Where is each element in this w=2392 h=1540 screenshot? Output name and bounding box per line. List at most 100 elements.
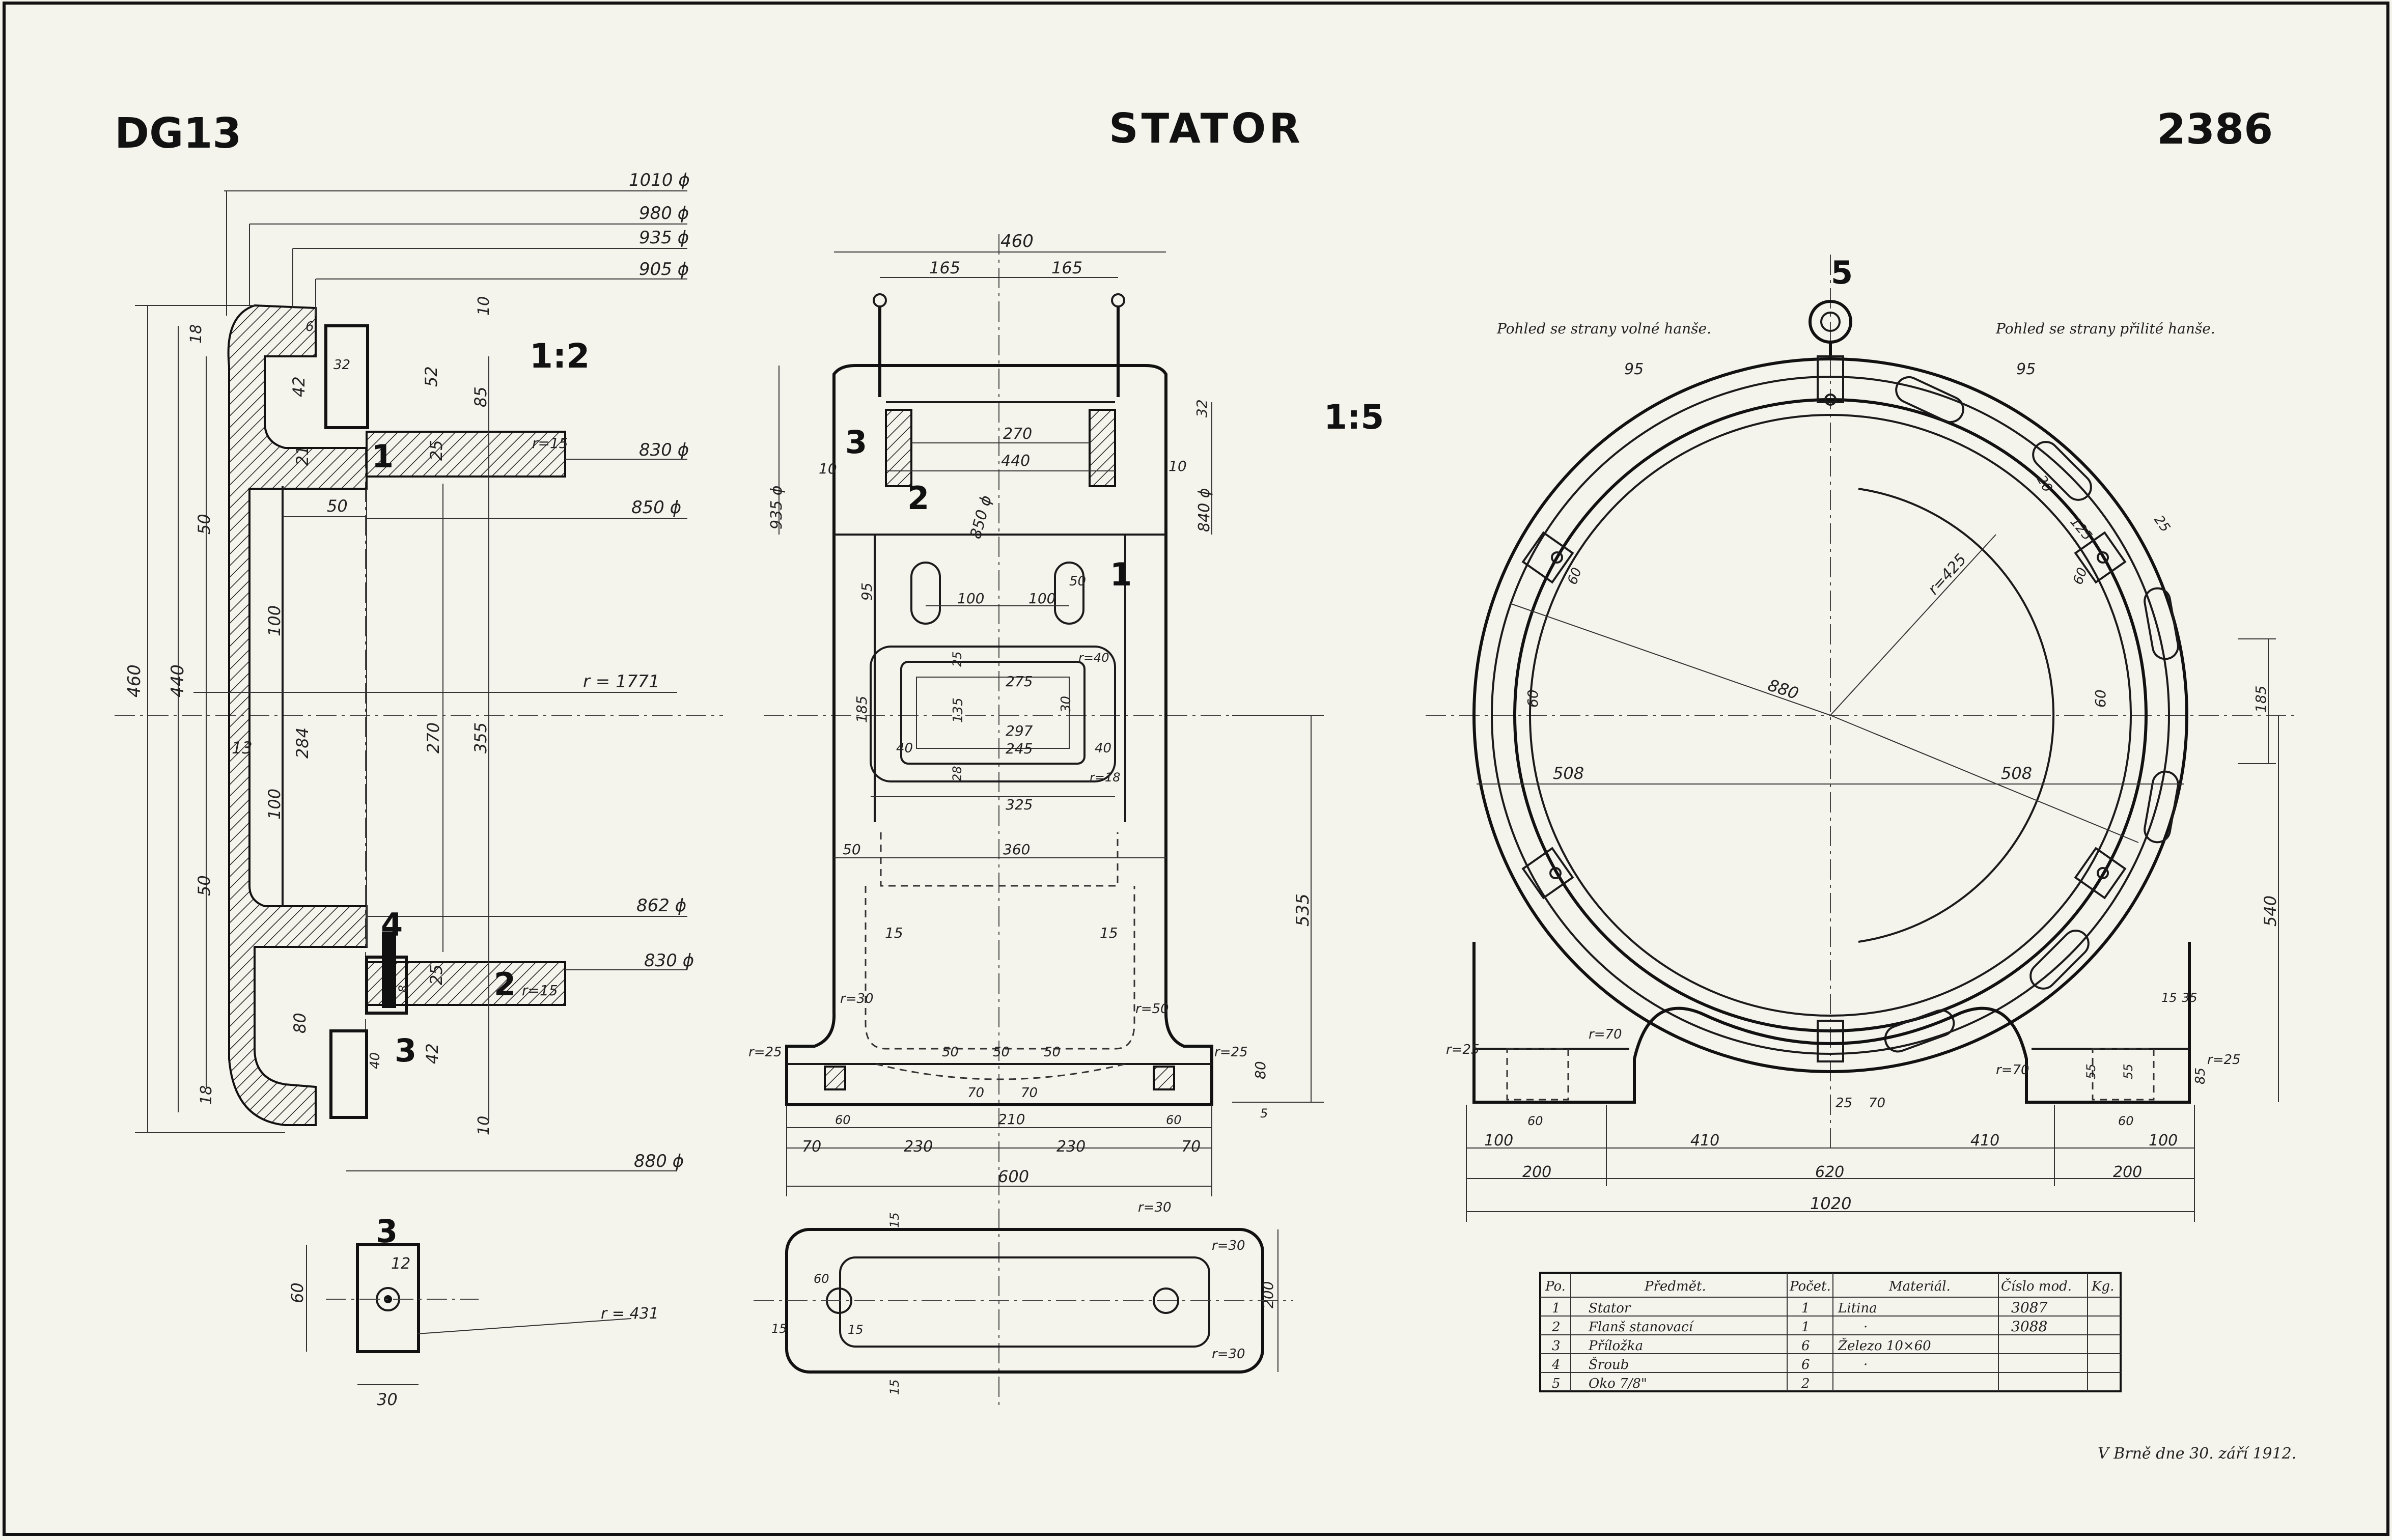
front-dim-10-right: 10 — [1169, 458, 1187, 474]
dim-13: 13 — [232, 738, 253, 758]
drawing-number: 2386 — [2157, 105, 2273, 154]
hidden-sector — [1858, 488, 2055, 943]
table-header-qty: Počet. — [1789, 1279, 1831, 1294]
table-header-material: Materiál. — [1888, 1279, 1951, 1294]
side-dim-70: 70 — [1869, 1096, 1885, 1111]
front-dim-70-a: 70 — [967, 1085, 984, 1101]
front-dim-230-right: 230 — [1056, 1138, 1086, 1156]
front-radius-25-right: r=25 — [1214, 1045, 1248, 1060]
front-dim-15-right: 15 — [1100, 925, 1118, 941]
side-dim-100-right: 100 — [2149, 1132, 2178, 1150]
side-dim-508-left: 508 — [1553, 764, 1584, 783]
dim-284: 284 — [293, 727, 312, 759]
side-dim-60-b: 60 — [2092, 689, 2109, 708]
plan-dim-15-bottom: 15 — [887, 1379, 902, 1395]
callout-3-section: 3 — [395, 1032, 416, 1069]
table-row-5-pos: 5 — [1552, 1376, 1561, 1391]
callout-1-section: 1 — [372, 438, 394, 475]
front-top-flange — [832, 364, 1167, 392]
front-dim-50-side: 50 — [843, 841, 861, 858]
front-dim-270: 270 — [1003, 425, 1032, 443]
parts-table: Po. Předmět. Počet. Materiál. Číslo mod.… — [1539, 1272, 2122, 1392]
front-dim-50-a: 50 — [942, 1045, 959, 1060]
front-dim-100-left: 100 — [957, 590, 984, 607]
side-dim-60-foot-left: 60 — [1527, 1114, 1543, 1128]
front-dim-32: 32 — [1193, 399, 1210, 417]
plan-radius-30-b: r=30 — [1212, 1238, 1245, 1253]
callout-2-section: 2 — [494, 966, 516, 1003]
side-dim-100-left: 100 — [1484, 1132, 1513, 1150]
detail-3-width: 30 — [377, 1390, 398, 1409]
dim-25-top: 25 — [427, 440, 446, 461]
radius-15-bottom: r=15 — [522, 982, 558, 999]
parts-table-frame — [1539, 1272, 2122, 1392]
bolt-top — [324, 324, 369, 429]
table-row-1-material: Litina — [1838, 1301, 1877, 1316]
radius-431: r = 431 — [601, 1305, 659, 1323]
dim-42-bottom: 42 — [423, 1043, 442, 1064]
front-dim-40-left: 40 — [896, 741, 913, 756]
drawing-title: STATOR — [1109, 105, 1303, 152]
dim-935: 935 ϕ — [639, 228, 689, 248]
front-radius-40: r=40 — [1078, 651, 1109, 665]
sheet-border — [3, 2, 2389, 1536]
bolt-bottom — [329, 1029, 368, 1119]
side-dim-200-right: 200 — [2113, 1163, 2142, 1181]
table-row-5-item: Oko 7/8" — [1589, 1376, 1647, 1391]
stator-bore — [1513, 398, 2148, 1032]
front-dim-165-right: 165 — [1051, 258, 1082, 277]
table-row-1-pos: 1 — [1552, 1301, 1561, 1316]
side-dim-60-foot-right: 60 — [2118, 1114, 2134, 1128]
caption-right: Pohled se strany přilité hanše. — [1995, 320, 2215, 337]
table-row-4-material: · — [1863, 1357, 1868, 1373]
dim-18-bottom: 18 — [198, 1085, 215, 1105]
dim-50-bottom: 50 — [194, 875, 214, 896]
side-radius-25-right: r=25 — [2207, 1052, 2241, 1068]
table-row-2-item: Flanš stanovací — [1588, 1320, 1695, 1335]
dim-52: 52 — [422, 366, 441, 387]
front-dim-230-left: 230 — [904, 1138, 933, 1156]
dim-32: 32 — [333, 357, 350, 373]
front-dim-80: 80 — [1252, 1061, 1269, 1079]
plan-radius-30-c: r=30 — [1212, 1347, 1245, 1362]
side-radius-70-right: r=70 — [1996, 1062, 2029, 1078]
dim-100-top: 100 — [265, 605, 284, 636]
dim-100-bottom: 100 — [265, 789, 284, 820]
table-row-4-item: Šroub — [1589, 1356, 1629, 1373]
side-dim-880: 880 — [1766, 675, 1801, 703]
side-dim-95-right: 95 — [2016, 360, 2036, 378]
plan-dim-15-left: 15 — [771, 1322, 787, 1336]
callout-2-front: 2 — [907, 480, 929, 517]
table-row-3-qty: 6 — [1801, 1338, 1810, 1354]
detail-3-height: 60 — [288, 1282, 307, 1303]
front-dim-210: 210 — [998, 1111, 1025, 1128]
front-dim-25: 25 — [950, 651, 964, 667]
dim-830-bottom: 830 ϕ — [644, 950, 694, 971]
dim-862: 862 ϕ — [636, 895, 686, 916]
dim-50-horizontal: 50 — [327, 496, 348, 516]
front-dim-600: 600 — [998, 1167, 1029, 1186]
front-radius-25-left: r=25 — [748, 1045, 782, 1060]
side-dim-35: 35 — [2182, 991, 2198, 1005]
dim-21: 21 — [293, 445, 312, 466]
front-dim-535: 535 — [1293, 893, 1313, 927]
front-dim-95: 95 — [858, 582, 875, 601]
plan-view: 200 r=30 r=30 r=30 15 15 15 15 60 — [754, 1200, 1293, 1395]
stator-ring-2 — [1491, 376, 2170, 1055]
side-dim-620: 620 — [1815, 1163, 1844, 1181]
table-row-2-qty: 1 — [1801, 1320, 1810, 1335]
front-dim-15-left: 15 — [885, 925, 903, 941]
dim-905: 905 ϕ — [639, 259, 689, 279]
front-feet — [785, 832, 1213, 1106]
front-dim-60-right: 60 — [1166, 1113, 1182, 1127]
table-header-pos: Po. — [1545, 1279, 1566, 1294]
radius-15-top: r=15 — [532, 435, 568, 452]
drawing-code: DG13 — [115, 109, 241, 158]
dim-850: 850 ϕ — [631, 497, 681, 518]
table-row-3-item: Příložka — [1588, 1338, 1643, 1354]
side-dim-60-a: 60 — [1524, 689, 1541, 708]
table-header-kg: Kg. — [2091, 1279, 2114, 1294]
front-radius-30: r=30 — [840, 991, 874, 1006]
side-dim-85: 85 — [2193, 1068, 2208, 1084]
plan-dim-60: 60 — [814, 1272, 829, 1286]
